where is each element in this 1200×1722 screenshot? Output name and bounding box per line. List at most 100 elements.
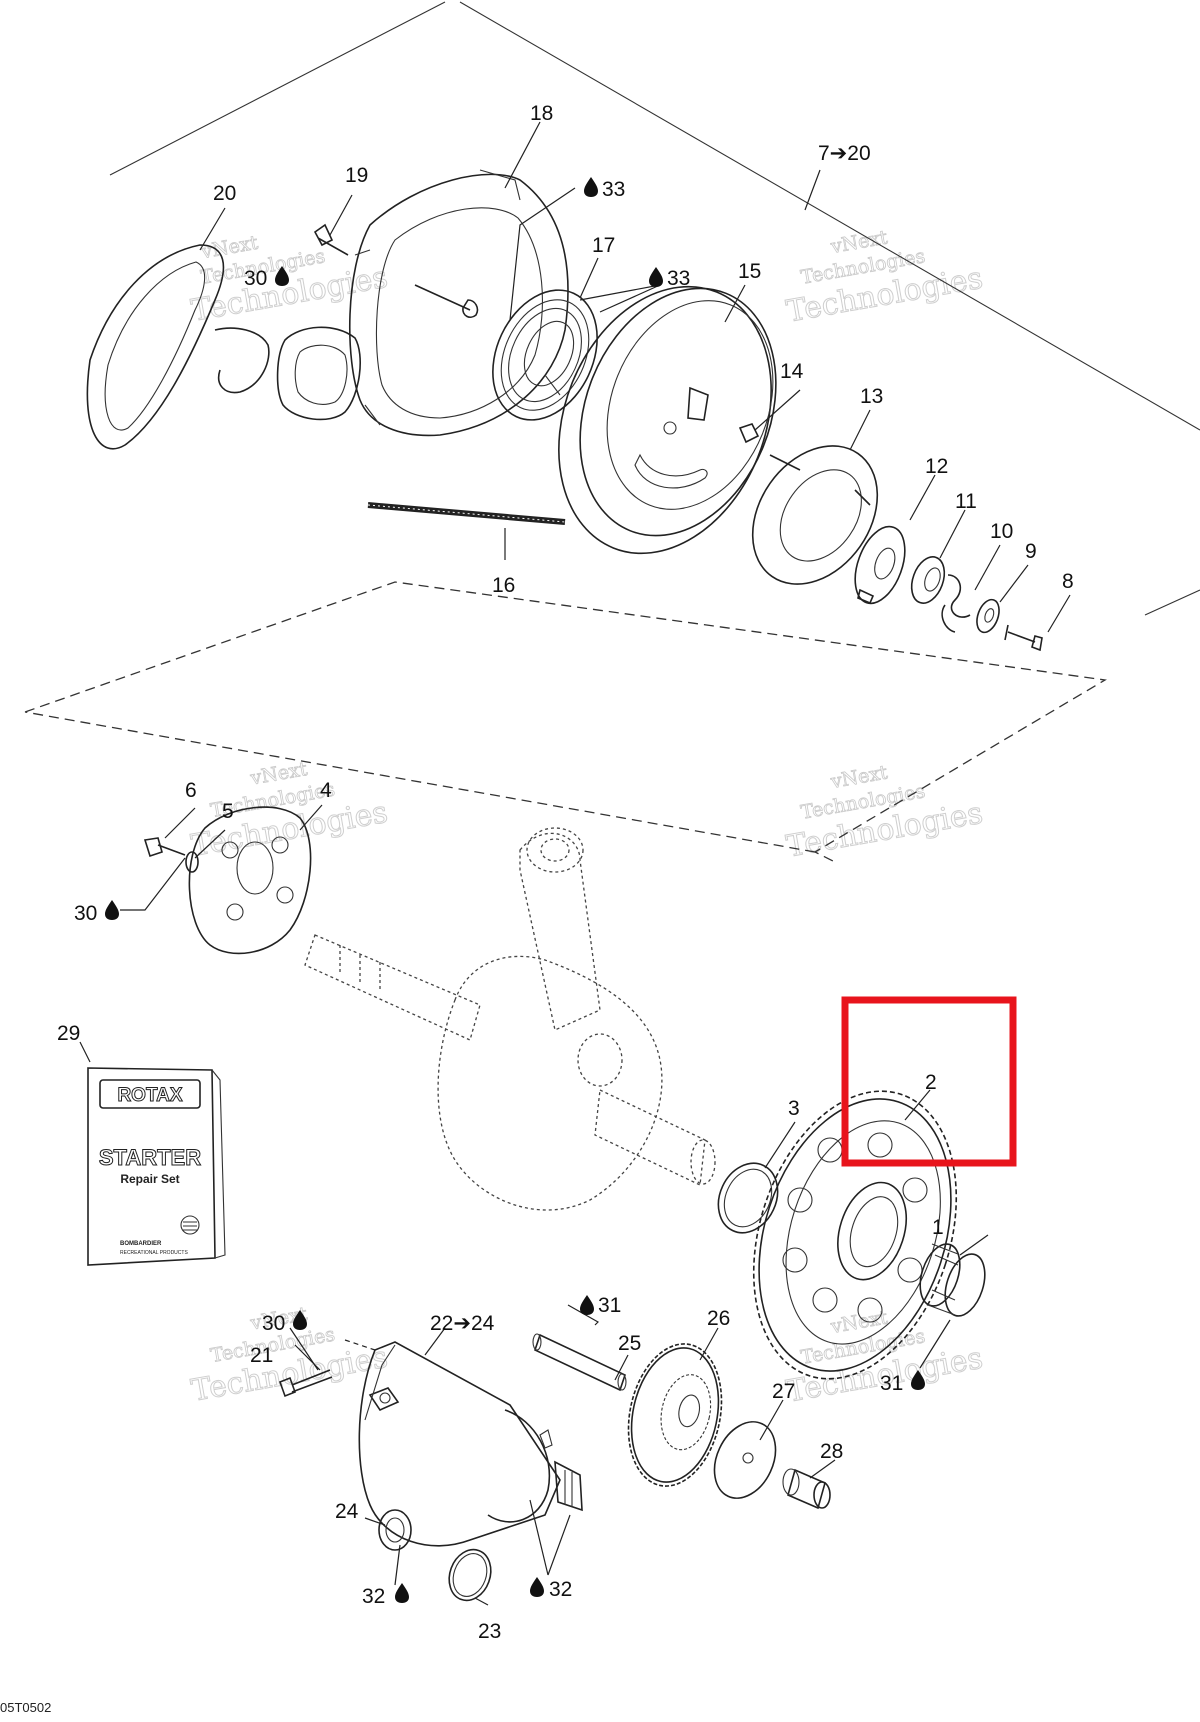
callout-8: 8 — [1062, 570, 1074, 593]
svg-text:32: 32 — [362, 1585, 385, 1608]
callout-30-bottom: 30 — [262, 1310, 307, 1335]
manual-publisher-2: RECREATIONAL PRODUCTS — [120, 1250, 188, 1256]
starter-motor — [358, 1341, 583, 1547]
crankshaft-phantom — [304, 827, 716, 1211]
oil-drop-icon — [584, 177, 598, 197]
callout-15: 15 — [738, 260, 761, 283]
callout-26: 26 — [707, 1307, 730, 1330]
rope — [367, 502, 566, 525]
oil-drop-icon — [293, 1310, 307, 1330]
svg-text:33: 33 — [602, 178, 625, 201]
needle-bearing-1 — [919, 1243, 986, 1317]
leader-lines-top — [199, 121, 1071, 633]
oil-drop-icon — [105, 900, 119, 920]
callout-5: 5 — [222, 800, 234, 823]
highlight-box-part-2 — [841, 996, 1017, 1167]
manual-title: STARTER — [99, 1145, 201, 1170]
svg-text:30: 30 — [262, 1312, 285, 1335]
screw-6 — [143, 837, 186, 858]
callout-33-upper: 33 — [584, 177, 625, 201]
callout-31-gear: 31 — [880, 1370, 925, 1395]
callout-32-seal: 32 — [362, 1583, 409, 1608]
watermark-mid-left: vNext Technologies Technologies — [188, 758, 391, 865]
callout-7-20: 7➔20 — [818, 142, 871, 165]
oil-drop-icon — [395, 1583, 409, 1603]
watermark-top-right: vNext Technologies Technologies — [783, 226, 986, 330]
manual-logo-icon — [180, 1215, 200, 1235]
svg-text:30: 30 — [74, 902, 97, 925]
callout-13: 13 — [860, 385, 883, 408]
oil-drop-icon — [275, 266, 289, 286]
callout-1: 1 — [932, 1216, 944, 1239]
callout-12: 12 — [925, 455, 948, 478]
pawl-lock-13 — [751, 445, 879, 585]
seal-24 — [378, 1509, 412, 1551]
manual-subtitle: Repair Set — [120, 1172, 179, 1186]
leader-lines-bottom — [289, 1304, 836, 1606]
callout-28: 28 — [820, 1440, 843, 1463]
rope-handle — [86, 244, 270, 450]
callout-6: 6 — [185, 779, 197, 802]
callout-31-shaft: 31 — [580, 1294, 621, 1317]
callout-3: 3 — [788, 1097, 800, 1120]
callout-30-middle: 30 — [74, 900, 119, 925]
svg-text:33: 33 — [667, 267, 690, 290]
shaft-25 — [532, 1333, 627, 1392]
callout-19: 19 — [345, 164, 368, 187]
manual-brand: ROTAX — [117, 1085, 182, 1106]
washer-12 — [854, 525, 906, 605]
screw-21 — [278, 1369, 333, 1398]
watermark-bottom-left: vNext Technologies Technologies — [188, 1303, 391, 1410]
o-ring-23 — [448, 1548, 492, 1602]
svg-text:32: 32 — [549, 1578, 572, 1601]
svg-text:30: 30 — [244, 267, 267, 290]
recoil-spring — [492, 289, 598, 421]
callout-4: 4 — [320, 779, 332, 802]
callout-11: 11 — [955, 490, 977, 513]
callout-24: 24 — [335, 1500, 359, 1523]
callout-9: 9 — [1025, 540, 1037, 563]
repair-manual-29: ROTAX STARTER Repair Set BOMBARDIER RECR… — [87, 1067, 226, 1266]
pawl-14 — [738, 423, 760, 444]
screw-19 — [313, 223, 349, 256]
manual-brand-box — [99, 1079, 201, 1109]
svg-text:31: 31 — [598, 1294, 621, 1317]
locking-washer-11 — [910, 556, 946, 604]
idler-gear-26 — [627, 1343, 723, 1487]
oil-drop-icon — [649, 267, 663, 287]
rope-guide — [276, 326, 361, 421]
callout-2: 2 — [925, 1071, 937, 1094]
callout-27: 27 — [772, 1380, 795, 1403]
callout-30-top: 30 — [244, 266, 289, 290]
callout-23: 23 — [478, 1620, 501, 1643]
callout-18: 18 — [530, 102, 553, 125]
oil-drop-icon — [580, 1295, 594, 1315]
recoil-assembly-boundary — [109, 1, 1200, 616]
callout-14: 14 — [780, 360, 804, 383]
leader-lines-middle — [79, 804, 989, 1369]
svg-text:31: 31 — [880, 1372, 903, 1395]
callout-21: 21 — [250, 1344, 273, 1367]
callout-10: 10 — [990, 520, 1013, 543]
starter-housing — [348, 169, 569, 437]
callout-25: 25 — [618, 1332, 641, 1355]
plate-4 — [188, 806, 312, 955]
starter-gear-2 — [752, 1090, 958, 1380]
callout-29: 29 — [57, 1022, 80, 1045]
callout-labels: 1 2 3 4 5 6 7➔20 8 9 10 11 12 13 14 15 1… — [57, 102, 1074, 1643]
washer-9 — [976, 598, 1000, 634]
washer-27 — [713, 1421, 777, 1499]
callout-33-lower: 33 — [649, 267, 690, 290]
rope-pulley — [558, 285, 777, 555]
oil-drop-icon — [911, 1370, 925, 1390]
oil-drop-icon — [530, 1577, 544, 1597]
callout-17: 17 — [592, 234, 615, 257]
callout-32-motor: 32 — [530, 1577, 572, 1601]
spring-10 — [941, 574, 971, 633]
callout-16: 16 — [492, 574, 515, 597]
manual-publisher-1: BOMBARDIER — [120, 1241, 162, 1247]
o-ring-3 — [717, 1162, 779, 1234]
callout-22-24: 22➔24 — [430, 1312, 495, 1335]
